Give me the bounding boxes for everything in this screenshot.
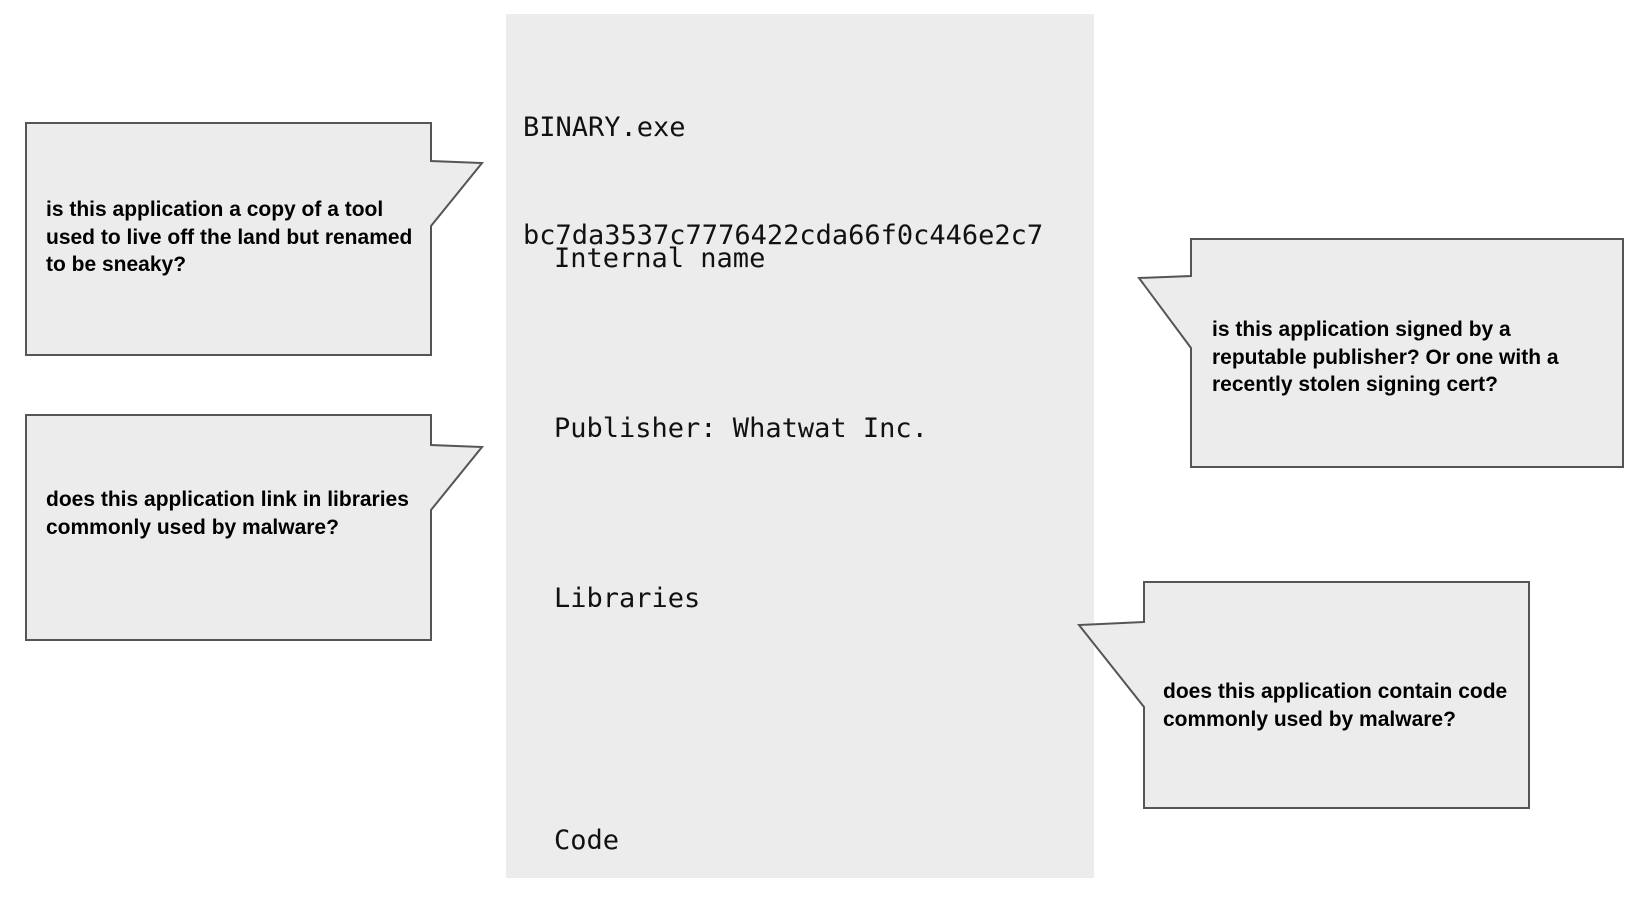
callout-libraries-text: does this application link in libraries … — [46, 488, 409, 539]
callout-code: does this application contain code commo… — [1077, 581, 1530, 810]
callout-internal-name-text: is this application a copy of a tool use… — [46, 198, 413, 276]
section-code-label: Code — [554, 825, 620, 856]
binary-panel: BINARY.exe bc7da3537c7776422cda66f0c446e… — [506, 14, 1094, 878]
section-internal-name: Internal name — [554, 243, 766, 274]
callout-internal-name: is this application a copy of a tool use… — [25, 122, 485, 357]
callout-publisher-text: is this application signed by a reputabl… — [1212, 318, 1559, 396]
binary-filename: BINARY.exe — [523, 112, 686, 143]
section-libraries: Libraries — [554, 583, 701, 614]
callout-bubble-shape — [1077, 581, 1530, 809]
callout-libraries: does this application link in libraries … — [25, 414, 485, 642]
callout-bubble-shape — [25, 414, 485, 641]
callout-bubble-shape — [1137, 238, 1624, 468]
binary-sections: Internal name Publisher: Whatwat Inc. Li… — [554, 169, 1074, 898]
section-publisher: Publisher: Whatwat Inc. — [554, 413, 928, 444]
section-code: Code e6b0 343b 9c74 0804 e7bc 0804 e7d5 … — [554, 751, 1074, 898]
callout-code-text: does this application contain code commo… — [1163, 680, 1508, 731]
binary-header: BINARY.exe bc7da3537c7776422cda66f0c446e… — [523, 38, 1043, 326]
binary-hash: bc7da3537c7776422cda66f0c446e2c7 — [523, 220, 1044, 251]
callout-bubble-shape — [25, 122, 485, 356]
callout-publisher: is this application signed by a reputabl… — [1137, 238, 1624, 469]
